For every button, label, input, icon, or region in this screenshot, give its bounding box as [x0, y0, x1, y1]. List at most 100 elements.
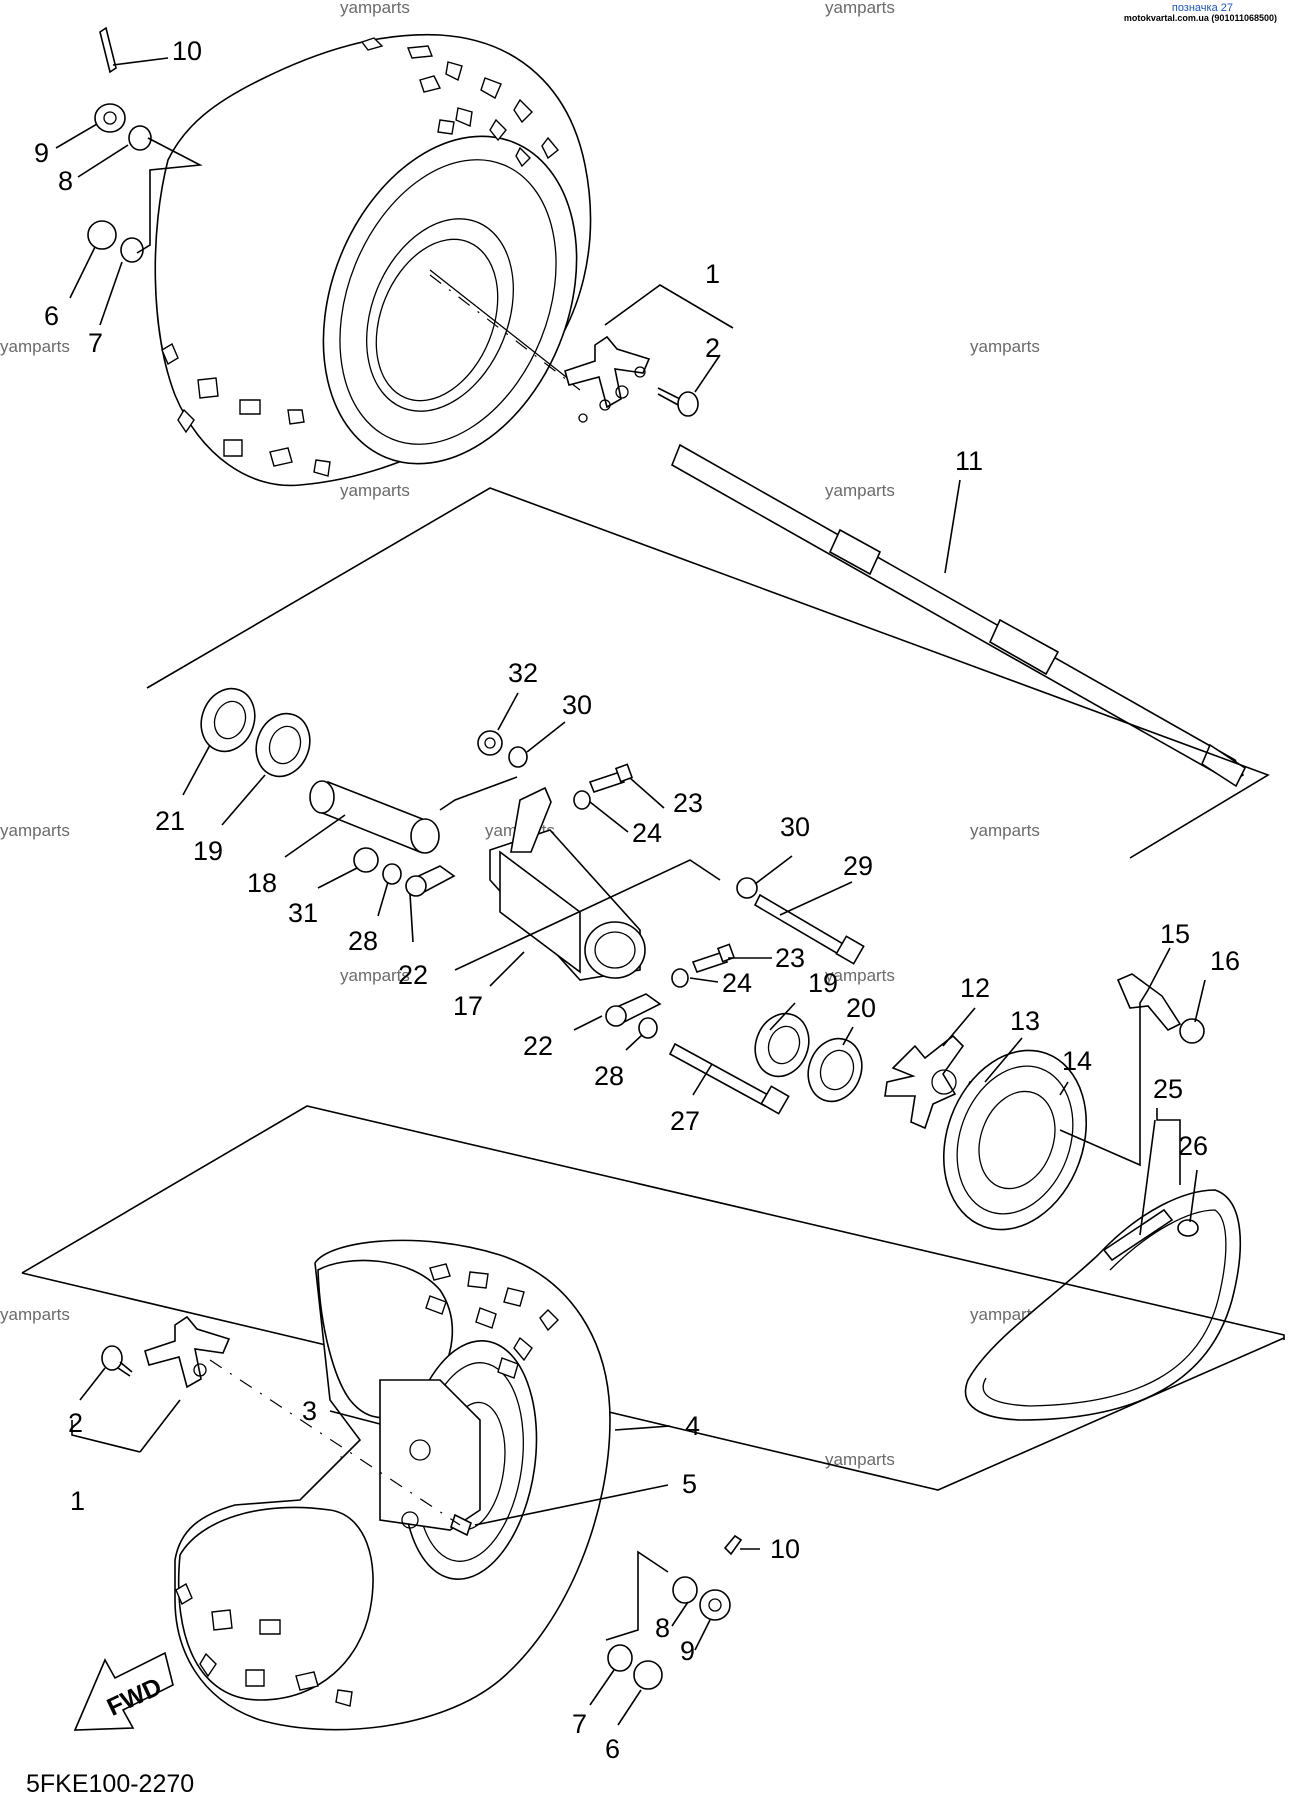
- bolt-29: [753, 893, 865, 965]
- watermark: yamparts: [340, 0, 410, 17]
- callout-20: 20: [846, 993, 876, 1023]
- sprocket-14: [942, 1049, 1088, 1231]
- cotter-pin-10-top: [99, 26, 117, 74]
- callout-23-upper: 23: [673, 788, 703, 818]
- cotter-pin-10-lower: [723, 1534, 743, 1556]
- tread-blocks-lower-wheel: [175, 1263, 559, 1707]
- callout-6-bottom: 6: [605, 1734, 620, 1764]
- bracket-17: [489, 786, 646, 981]
- callout-10-top: 10: [172, 36, 202, 66]
- callout-9-top: 9: [34, 138, 49, 168]
- adjuster-22-right: [605, 993, 662, 1027]
- washer-28-right: [638, 1017, 658, 1039]
- nut-16: [1179, 1018, 1205, 1044]
- bolt-2-bottom: [101, 1345, 133, 1377]
- nut-31: [353, 847, 379, 873]
- callout-19-left: 19: [193, 836, 223, 866]
- watermark: yamparts: [0, 821, 70, 840]
- callout-8-top: 8: [58, 166, 73, 196]
- callout-30-upper: 30: [562, 690, 592, 720]
- bottom-rear-wheel: [174, 1239, 611, 1731]
- callout-1-top: 1: [705, 259, 720, 289]
- header-link[interactable]: позначка 27: [1171, 2, 1233, 14]
- watermark: yamparts: [825, 966, 895, 985]
- callout-1-bottom: 1: [70, 1486, 85, 1516]
- callout-9-bottom: 9: [680, 1636, 695, 1666]
- nut-6-top: [87, 220, 117, 250]
- bearing-19-left: [255, 712, 311, 778]
- valve-5: [450, 1513, 472, 1537]
- callout-labels: 10 9 8 6 7 1 2 11 32 30 23 24 30 2 9 23 2…: [34, 36, 1240, 1764]
- watermark: yamparts: [0, 1305, 70, 1324]
- callout-32: 32: [508, 658, 538, 688]
- chain-guide-15: [1116, 973, 1182, 1031]
- callout-10-bottom: 10: [770, 1534, 800, 1564]
- callout-11: 11: [955, 446, 983, 476]
- callout-2-top: 2: [705, 333, 720, 363]
- callout-28-left: 28: [348, 926, 378, 956]
- callout-8-bottom: 8: [655, 1613, 670, 1643]
- callout-6-top: 6: [44, 301, 59, 331]
- seal-20: [807, 1037, 863, 1103]
- callout-3: 3: [302, 1396, 317, 1426]
- bolt-2-top: [657, 387, 699, 417]
- top-rear-wheel: [154, 33, 592, 487]
- watermark: yamparts: [970, 821, 1040, 840]
- diagram-code: 5FKE100-2270: [26, 1770, 194, 1798]
- callout-19-right: 19: [808, 968, 838, 998]
- washer-7-lower: [607, 1644, 633, 1672]
- washer-30-upper: [508, 746, 528, 768]
- callout-12: 12: [960, 973, 990, 1003]
- callout-18: 18: [247, 868, 277, 898]
- watermark: yamparts: [825, 0, 895, 17]
- callout-4: 4: [685, 1411, 700, 1441]
- watermark: yamparts: [825, 481, 895, 500]
- washer-30-right: [736, 877, 758, 899]
- callout-24-upper: 24: [632, 818, 662, 848]
- nut-9-top: [94, 103, 126, 133]
- adjuster-22-left: [405, 865, 456, 897]
- spacer-18: [309, 780, 440, 854]
- callout-16: 16: [1210, 946, 1240, 976]
- callout-14: 14: [1062, 1046, 1092, 1076]
- tread-blocks-bottom: [161, 342, 331, 477]
- callout-23-lower: 23: [775, 943, 805, 973]
- callout-27: 27: [670, 1106, 700, 1136]
- washer-28-left: [382, 863, 402, 885]
- callout-5: 5: [682, 1469, 697, 1499]
- bearing-21: [200, 687, 256, 753]
- callout-30-right: 30: [780, 812, 810, 842]
- callout-31: 31: [288, 898, 318, 928]
- nut-6-lower: [633, 1660, 663, 1690]
- callout-7-top: 7: [88, 328, 103, 358]
- sprocket-hub-12: [884, 1034, 965, 1130]
- callout-25: 25: [1153, 1074, 1183, 1104]
- header-site-label: motokvartal.com.ua (901011068500): [1123, 13, 1277, 23]
- bottom-hub: [144, 1315, 231, 1389]
- callout-15: 15: [1160, 919, 1190, 949]
- fwd-arrow-icon: FWD: [73, 1651, 174, 1731]
- nut-32: [477, 730, 503, 756]
- bearing-19-right: [754, 1012, 810, 1078]
- callout-2-bottom: 2: [68, 1408, 83, 1438]
- callout-7-bottom: 7: [572, 1709, 587, 1739]
- callout-24-lower: 24: [722, 968, 752, 998]
- top-hub: [564, 335, 651, 423]
- washer-7-top: [120, 237, 144, 263]
- leader-lines: [55, 57, 1206, 1726]
- callout-28-right: 28: [594, 1061, 624, 1091]
- watermark: yamparts: [970, 337, 1040, 356]
- watermark: yamparts: [340, 481, 410, 500]
- callout-26: 26: [1178, 1131, 1208, 1161]
- washer-24-upper: [573, 790, 591, 810]
- callout-21: 21: [155, 806, 185, 836]
- assembly-box-lower: [21, 1105, 1285, 1340]
- callout-22-right: 22: [523, 1031, 553, 1061]
- assembly-box-upper: [146, 487, 1270, 859]
- chain-25: [964, 1189, 1242, 1421]
- bolt-27: [668, 1042, 790, 1115]
- master-link-26: [1177, 1219, 1199, 1237]
- nut-9-lower: [699, 1589, 731, 1621]
- watermark: yamparts: [340, 966, 410, 985]
